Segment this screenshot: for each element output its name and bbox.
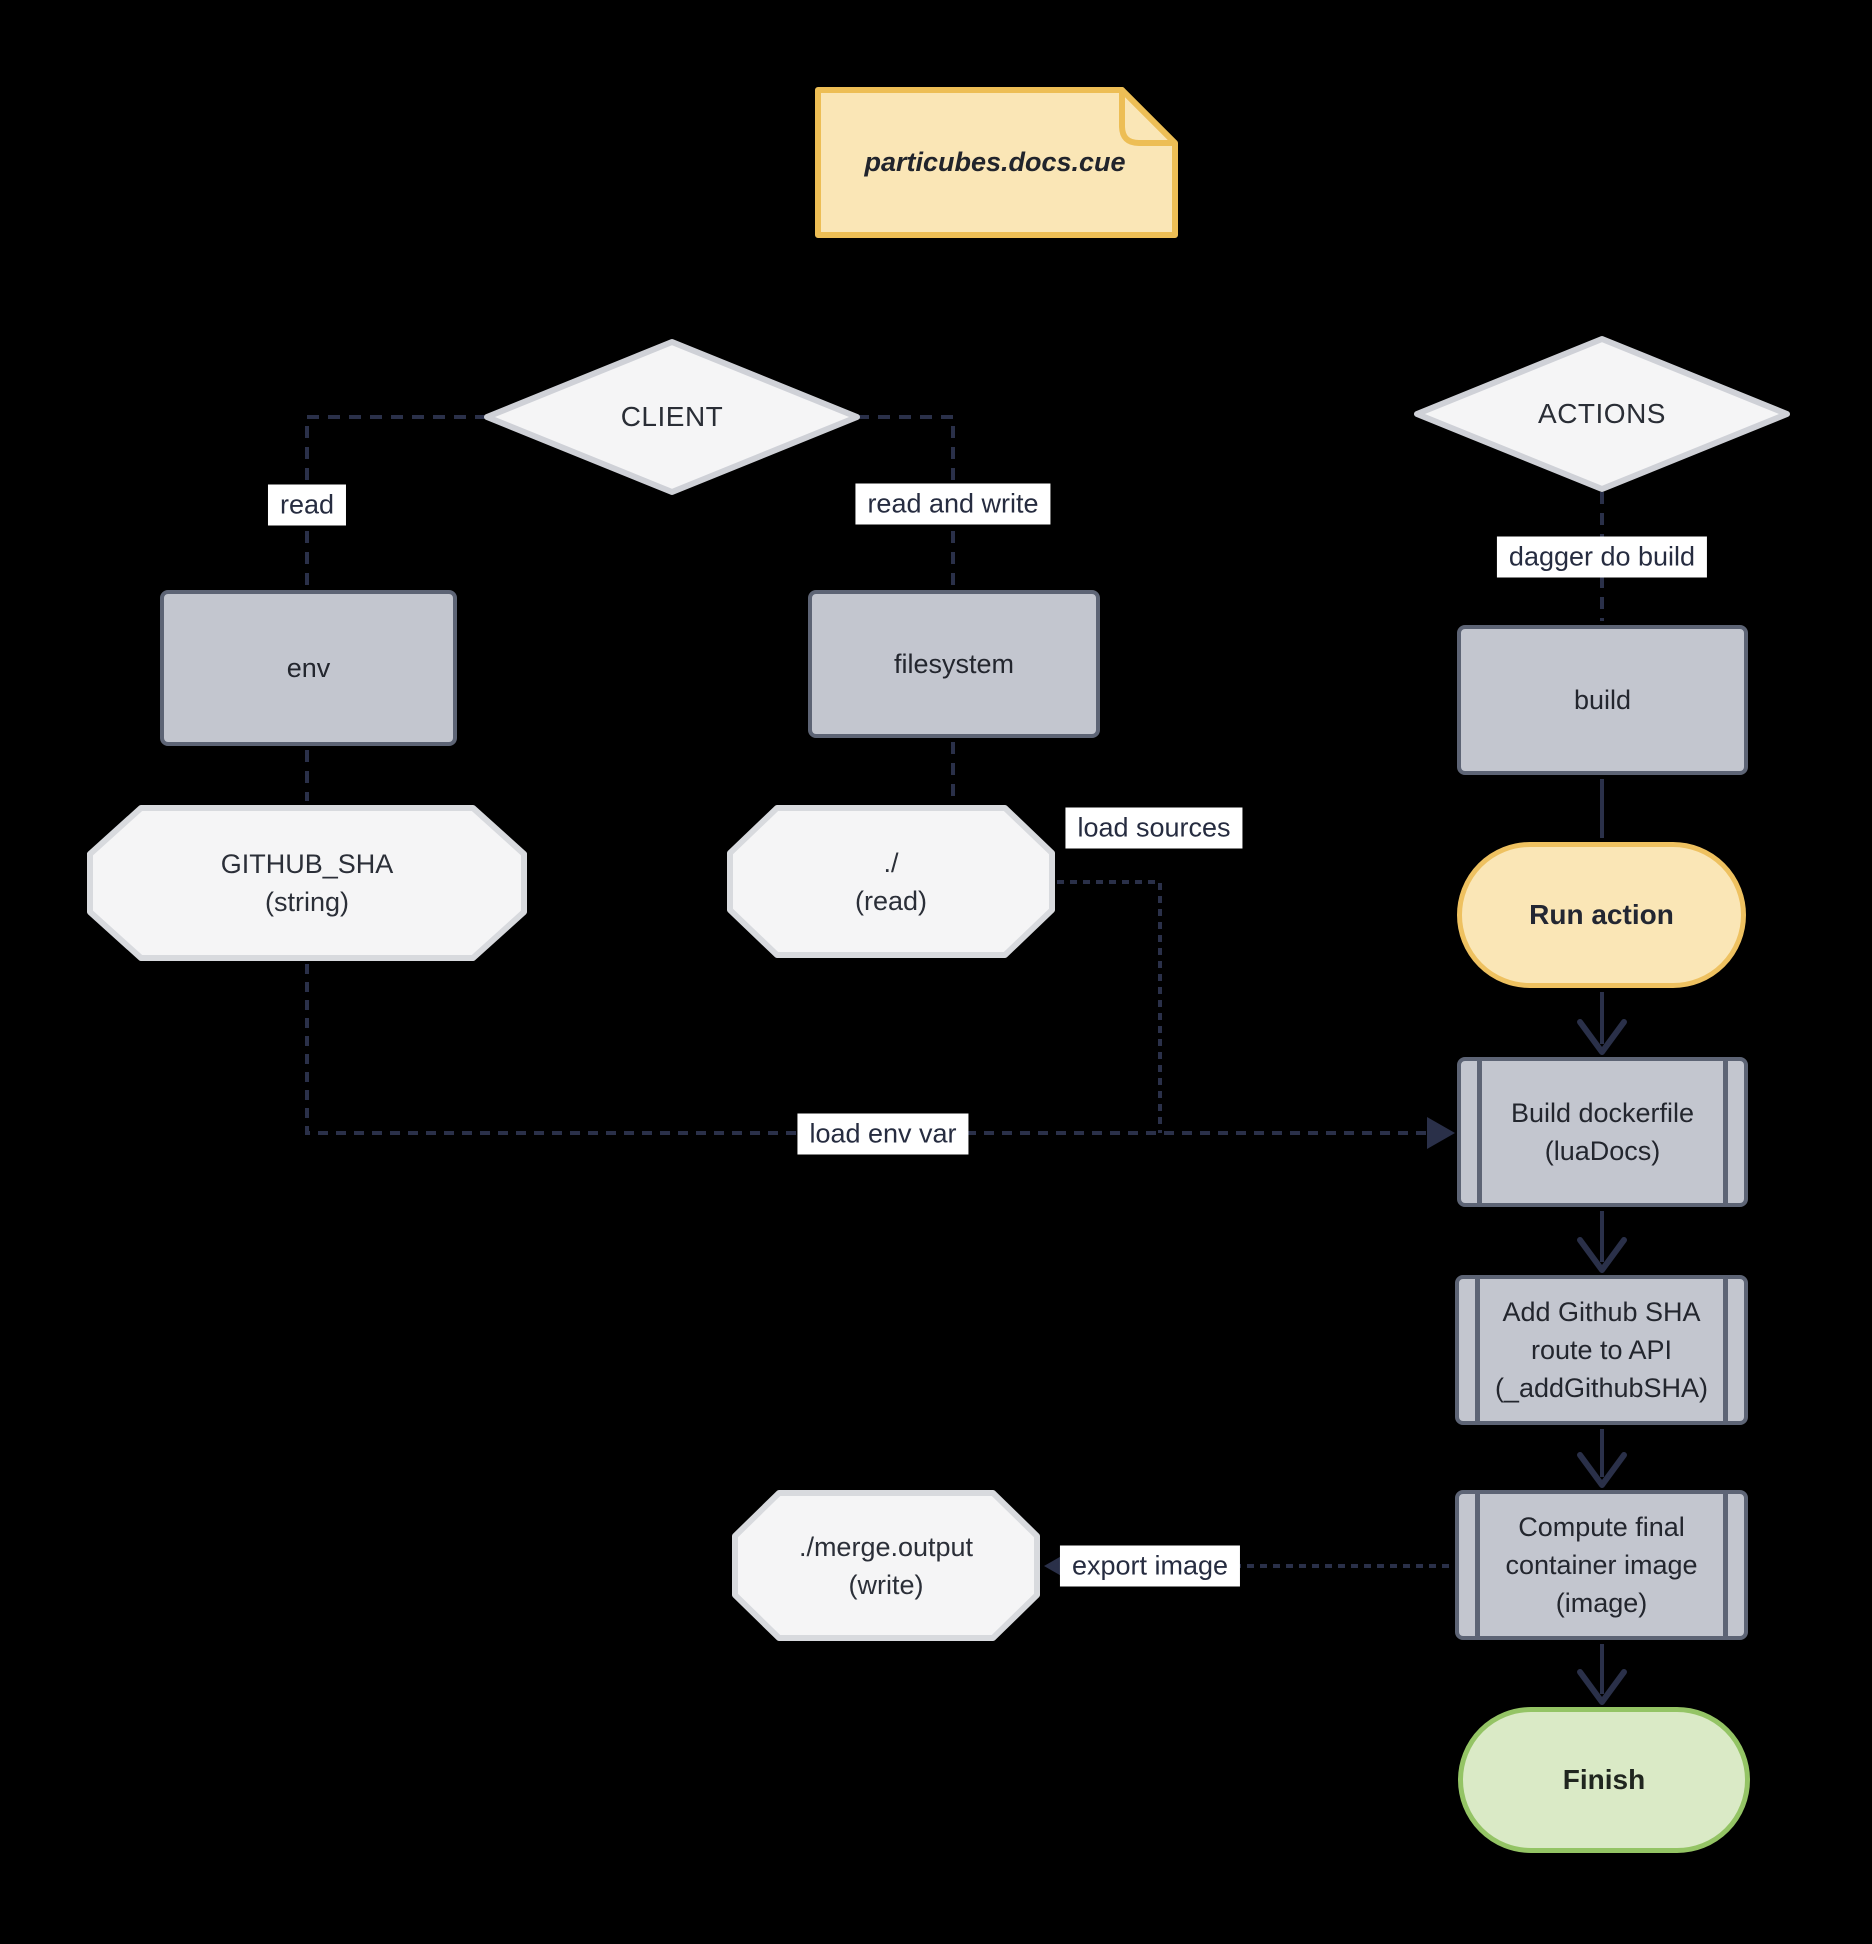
merge-output-shape <box>732 1490 1040 1641</box>
node-finish: Finish <box>1458 1707 1750 1853</box>
subroutine-inner-line <box>1475 1494 1480 1636</box>
actions-label: ACTIONS <box>1538 398 1666 429</box>
dot-read-label: ./ (read) <box>854 847 928 916</box>
merge-output-label: ./merge.output (write) <box>798 1531 974 1600</box>
dot-read-shape <box>727 805 1055 958</box>
edge-label-load-env-var: load env var <box>797 1113 969 1155</box>
client-diamond-shape <box>484 339 860 495</box>
note-title: particubes.docs.cue <box>864 147 1126 177</box>
subroutine-inner-line <box>1723 1279 1728 1421</box>
subroutine-inner-line <box>1723 1494 1728 1636</box>
compute-image-label: Compute final container image (image) <box>1505 1512 1698 1618</box>
build-label: build <box>1573 684 1632 715</box>
node-build: build <box>1457 625 1748 775</box>
edge-label-read: read <box>267 484 347 526</box>
subroutine-inner-line <box>1475 1279 1480 1421</box>
node-client: CLIENT <box>482 337 862 497</box>
arrowhead-luadocs-addsha <box>1577 1237 1627 1273</box>
client-label: CLIENT <box>620 401 724 432</box>
edge-label-export-image: export image <box>1059 1545 1241 1587</box>
note-shape <box>815 87 1178 238</box>
node-compute-image: Compute final container image (image) <box>1455 1490 1748 1640</box>
github-sha-shape <box>87 805 527 961</box>
edge-githubsha-luadocs <box>305 964 1428 1135</box>
edge-dotread-luadocs <box>1057 880 1162 1133</box>
node-dot-read: ./ (read) <box>727 805 1055 958</box>
filesystem-label: filesystem <box>893 648 1015 679</box>
node-build-dockerfile: Build dockerfile (luaDocs) <box>1457 1057 1748 1207</box>
add-github-sha-label: Add Github SHA route to API (_addGithubS… <box>1494 1297 1709 1403</box>
edge-label-dagger-do-build: dagger do build <box>1496 536 1708 578</box>
node-github-sha: GITHUB_SHA (string) <box>87 805 527 961</box>
node-add-github-sha: Add Github SHA route to API (_addGithubS… <box>1455 1275 1748 1425</box>
env-label: env <box>286 652 331 683</box>
node-note: particubes.docs.cue <box>810 85 1180 240</box>
edge-label-load-sources: load sources <box>1065 807 1243 849</box>
arrowhead-runaction-luadocs <box>1577 1019 1627 1055</box>
github-sha-label: GITHUB_SHA (string) <box>220 849 394 917</box>
arrowhead-into-luadocs <box>1427 1117 1455 1149</box>
node-env: env <box>160 590 457 746</box>
subroutine-inner-line <box>1723 1061 1728 1203</box>
note-fold-corner <box>1119 87 1176 146</box>
node-merge-output: ./merge.output (write) <box>732 1490 1040 1641</box>
node-actions: ACTIONS <box>1412 334 1792 494</box>
finish-label: Finish <box>1562 1764 1646 1795</box>
node-filesystem: filesystem <box>808 590 1100 738</box>
build-dockerfile-label: Build dockerfile (luaDocs) <box>1510 1098 1695 1166</box>
subroutine-inner-line <box>1477 1061 1482 1203</box>
run-action-label: Run action <box>1529 899 1674 930</box>
edge-label-read-and-write: read and write <box>855 483 1051 525</box>
arrowhead-compute-finish <box>1577 1669 1627 1705</box>
arrowhead-addsha-compute <box>1577 1452 1627 1488</box>
edge-client-env <box>305 415 487 586</box>
actions-diamond-shape <box>1414 336 1790 492</box>
node-run-action: Run action <box>1457 842 1746 988</box>
edge-client-filesystem <box>857 415 955 586</box>
